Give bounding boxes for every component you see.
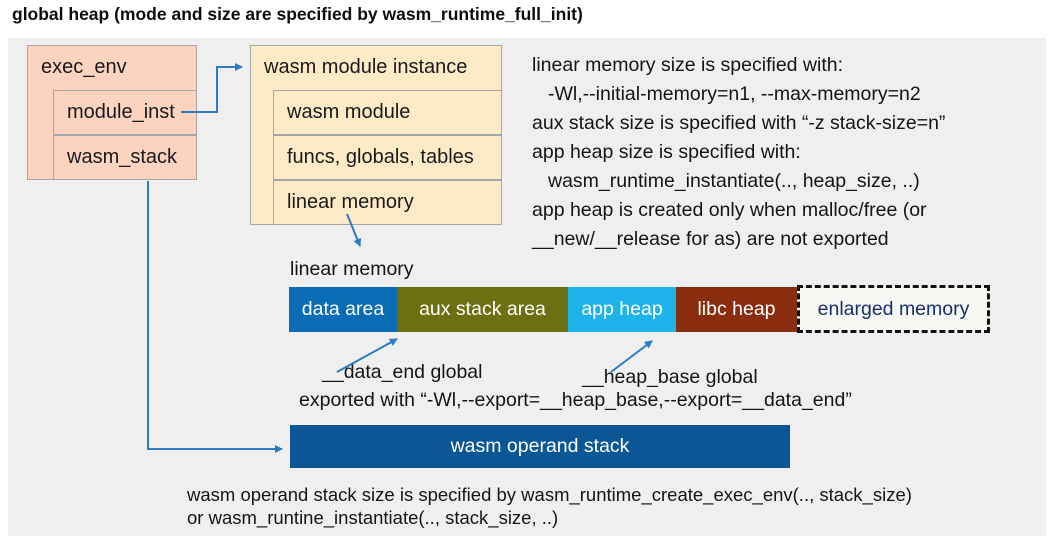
module-inst-label: module_inst — [67, 101, 175, 123]
linear-memory-notes: linear memory size is specified with: -W… — [532, 51, 1037, 254]
footer-notes: wasm operand stack size is specified by … — [187, 483, 912, 529]
module-instance-title: wasm module instance — [264, 56, 468, 78]
module-instance-row-wasm-module: wasm module — [273, 90, 502, 135]
libc-heap-label: libc heap — [697, 298, 776, 320]
linear-memory-strip-label: linear memory — [290, 258, 414, 280]
data-end-global-label: __data_end global — [322, 361, 483, 383]
funcs-globals-tables-label: funcs, globals, tables — [287, 146, 474, 168]
wasm-module-label: wasm module — [287, 101, 411, 123]
segment-data-area: data area — [289, 287, 397, 332]
app-heap-label: app heap — [581, 298, 663, 320]
module-instance-row-linear-memory: linear memory — [273, 180, 502, 225]
wasm-operand-stack-bar: wasm operand stack — [290, 425, 790, 468]
note-line: app heap size is specified with: — [532, 141, 801, 163]
segment-app-heap: app heap — [568, 287, 676, 332]
heap-base-global-label: __heap_base global — [582, 366, 758, 388]
note-line: -Wl,--initial-memory=n1, --max-memory=n2 — [548, 83, 921, 105]
exported-with-label: exported with “-Wl,--export=__heap_base,… — [299, 389, 852, 411]
note-line: aux stack size is specified with “-z sta… — [532, 112, 946, 134]
exec-env-row-wasm-stack: wasm_stack — [53, 135, 197, 180]
note-line: linear memory size is specified with: — [532, 54, 844, 76]
diagram-title: global heap (mode and size are specified… — [12, 4, 583, 24]
data-area-label: data area — [301, 298, 385, 320]
exec-env-title: exec_env — [41, 56, 127, 78]
linear-memory-row-label: linear memory — [287, 191, 414, 213]
note-line: app heap is created only when malloc/fre… — [532, 199, 927, 221]
wasm-stack-label: wasm_stack — [67, 146, 178, 168]
aux-stack-area-label: aux stack area — [419, 298, 546, 320]
segment-libc-heap: libc heap — [676, 287, 797, 332]
footer-line: or wasm_runtine_instantiate(.., stack_si… — [187, 507, 559, 528]
enlarged-memory-label: enlarged memory — [817, 297, 970, 320]
exec-env-row-module-inst: module_inst — [53, 90, 197, 135]
note-line: __new/__release for as) are not exported — [532, 228, 889, 250]
footer-line: wasm operand stack size is specified by … — [187, 484, 912, 505]
segment-enlarged-memory: enlarged memory — [797, 285, 990, 333]
segment-aux-stack-area: aux stack area — [397, 287, 568, 332]
note-line: wasm_runtime_instantiate(.., heap_size, … — [548, 170, 920, 192]
wasm-operand-stack-label: wasm operand stack — [450, 435, 630, 457]
module-instance-row-funcs-globals-tables: funcs, globals, tables — [273, 135, 502, 180]
